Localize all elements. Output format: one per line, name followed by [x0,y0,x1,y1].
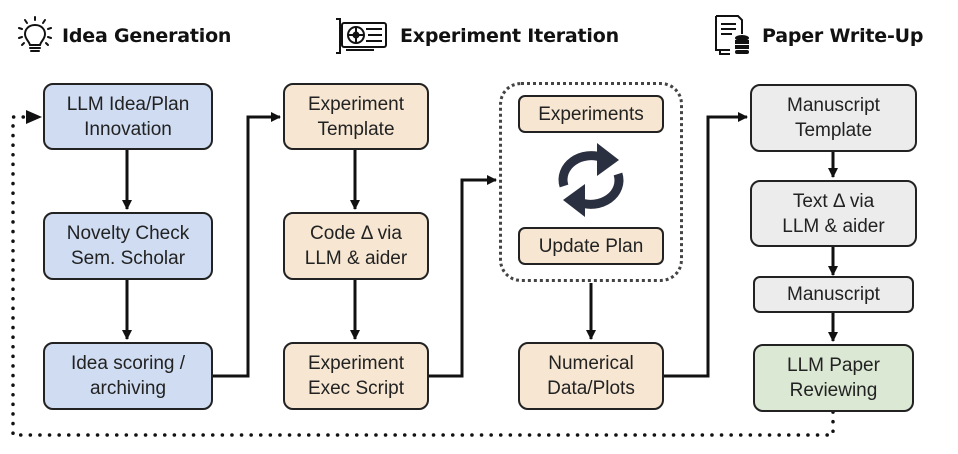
document-database-icon [715,15,749,55]
edge-numerical-to-manuscript-template [664,112,748,378]
node-numerical-data-plots[interactable]: Numerical Data/Plots [518,342,664,410]
header-title: Paper Write-Up [762,25,924,47]
gpu-card-icon [336,18,387,54]
refresh-cycle-icon [558,151,624,209]
experiment-loop-group [499,82,683,282]
node-novelty-check[interactable]: Novelty Check Sem. Scholar [43,212,213,280]
header-paper-write-up: Paper Write-Up [712,14,924,58]
edge-scoring-to-exp-template [212,112,281,378]
cycle-arrowhead-top [597,143,619,176]
header-title: Experiment Iteration [400,25,619,47]
header-experiment-iteration: Experiment Iteration [334,14,619,58]
cycle-arrowhead-bottom [563,184,585,217]
node-experiment-template[interactable]: Experiment Template [283,83,429,150]
lightbulb-icon [18,16,52,52]
header-idea-generation: Idea Generation [18,14,231,58]
node-llm-paper-reviewing[interactable]: LLM Paper Reviewing [753,344,914,412]
node-experiments[interactable]: Experiments [518,95,664,133]
node-manuscript[interactable]: Manuscript [753,276,914,313]
node-manuscript-template[interactable]: Manuscript Template [750,84,917,152]
node-text-delta[interactable]: Text Δ via LLM & aider [750,180,917,247]
node-code-delta[interactable]: Code Δ via LLM & aider [283,212,429,280]
header-title: Idea Generation [62,25,232,47]
node-experiment-exec-script[interactable]: Experiment Exec Script [283,342,429,410]
node-idea-scoring[interactable]: Idea scoring / archiving [43,342,213,410]
feedback-arrowhead [26,110,42,124]
feedback-loop-edge [11,115,835,437]
node-llm-idea-innovation[interactable]: LLM Idea/Plan Innovation [43,83,213,150]
node-update-plan[interactable]: Update Plan [518,227,664,265]
edge-exec-to-loop [429,175,497,378]
